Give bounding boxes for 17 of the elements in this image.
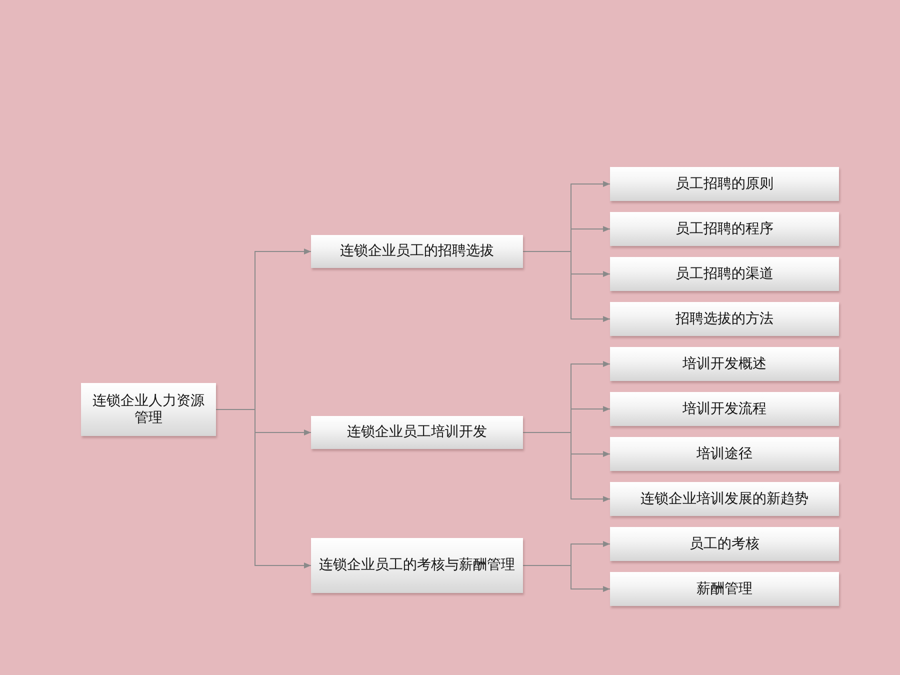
leaf-box: 员工招聘的渠道 bbox=[610, 257, 839, 291]
leaf-box: 员工招聘的程序 bbox=[610, 212, 839, 246]
leaf-box: 薪酬管理 bbox=[610, 572, 839, 606]
connector-arrow bbox=[216, 409, 312, 568]
leaf-box: 培训开发概述 bbox=[610, 347, 839, 381]
branch-box: 连锁企业员工培训开发 bbox=[311, 416, 523, 449]
branch-box: 连锁企业员工的招聘选拔 bbox=[311, 235, 523, 268]
leaf-box: 招聘选拔的方法 bbox=[610, 302, 839, 336]
leaf-box: 员工招聘的原则 bbox=[610, 167, 839, 201]
connector-arrow bbox=[522, 251, 610, 322]
branch-box: 连锁企业员工的考核与薪酬管理 bbox=[311, 538, 523, 593]
leaf-box: 培训开发流程 bbox=[610, 392, 839, 426]
connector-arrow bbox=[522, 565, 610, 592]
leaf-box: 连锁企业培训发展的新趋势 bbox=[610, 482, 839, 516]
topic-box: 连锁企业人力资源管理 bbox=[81, 383, 216, 436]
leaf-box: 员工的考核 bbox=[610, 527, 839, 561]
leaf-box: 培训途径 bbox=[610, 437, 839, 471]
